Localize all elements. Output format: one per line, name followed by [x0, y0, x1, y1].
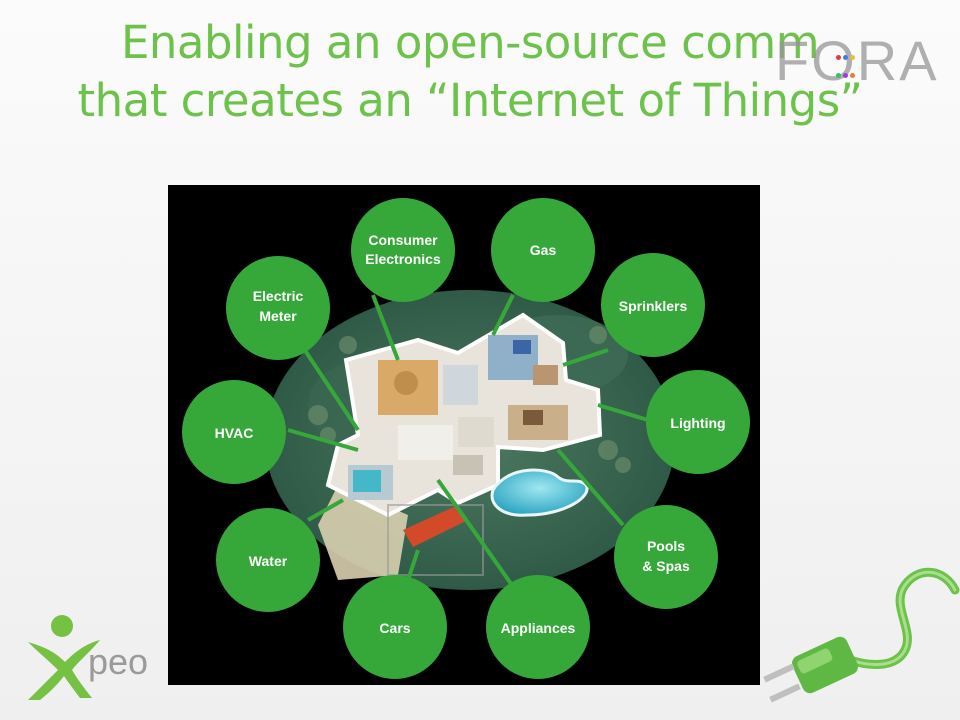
bubble-electric-meter[interactable]: Electric Meter	[226, 256, 330, 360]
svg-text:Meter: Meter	[259, 308, 297, 324]
xpeo-logo-text: peo	[88, 641, 149, 682]
car-shape	[403, 505, 468, 547]
svg-text:Sprinklers: Sprinklers	[619, 298, 688, 314]
svg-text:HVAC: HVAC	[215, 425, 254, 441]
bubble-pools-spas[interactable]: Pools & Spas	[614, 505, 718, 609]
svg-text:Water: Water	[249, 553, 288, 569]
fora-dots-icon	[835, 47, 865, 78]
svg-text:Electric: Electric	[253, 288, 304, 304]
bubble-gas[interactable]: Gas	[491, 198, 595, 302]
title-line-2: that creates an “Internet of Things”	[77, 74, 863, 127]
power-plug-icon	[763, 567, 960, 703]
svg-text:& Spas: & Spas	[642, 558, 690, 574]
bubble-hvac[interactable]: HVAC	[182, 380, 286, 484]
xpeo-person-icon	[28, 615, 100, 700]
bubble-sprinklers[interactable]: Sprinklers	[601, 253, 705, 357]
title-line-1: Enabling an open-source comm	[120, 16, 820, 69]
bubble-cars[interactable]: Cars	[343, 575, 447, 679]
bubble-consumer-electronics[interactable]: Consumer Electronics	[351, 198, 455, 302]
fora-watermark: FORA	[775, 29, 939, 92]
svg-text:Consumer: Consumer	[368, 232, 438, 248]
bubble-water[interactable]: Water	[216, 508, 320, 612]
slide-title: Enabling an open-source comm that create…	[20, 14, 920, 130]
svg-text:Cars: Cars	[379, 620, 410, 636]
svg-text:Appliances: Appliances	[501, 620, 576, 636]
iot-diagram-panel: Consumer Electronics Gas Sprinklers Ligh…	[168, 185, 760, 685]
svg-text:Gas: Gas	[530, 242, 557, 258]
bubble-appliances[interactable]: Appliances	[486, 575, 590, 679]
svg-text:Electronics: Electronics	[365, 251, 441, 267]
bubble-lighting[interactable]: Lighting	[646, 370, 750, 474]
connector-lines	[287, 294, 649, 617]
iot-house-diagram: Consumer Electronics Gas Sprinklers Ligh…	[182, 198, 750, 679]
svg-text:Pools: Pools	[647, 538, 685, 554]
svg-text:Lighting: Lighting	[670, 415, 725, 431]
house-floorplan	[325, 312, 603, 518]
